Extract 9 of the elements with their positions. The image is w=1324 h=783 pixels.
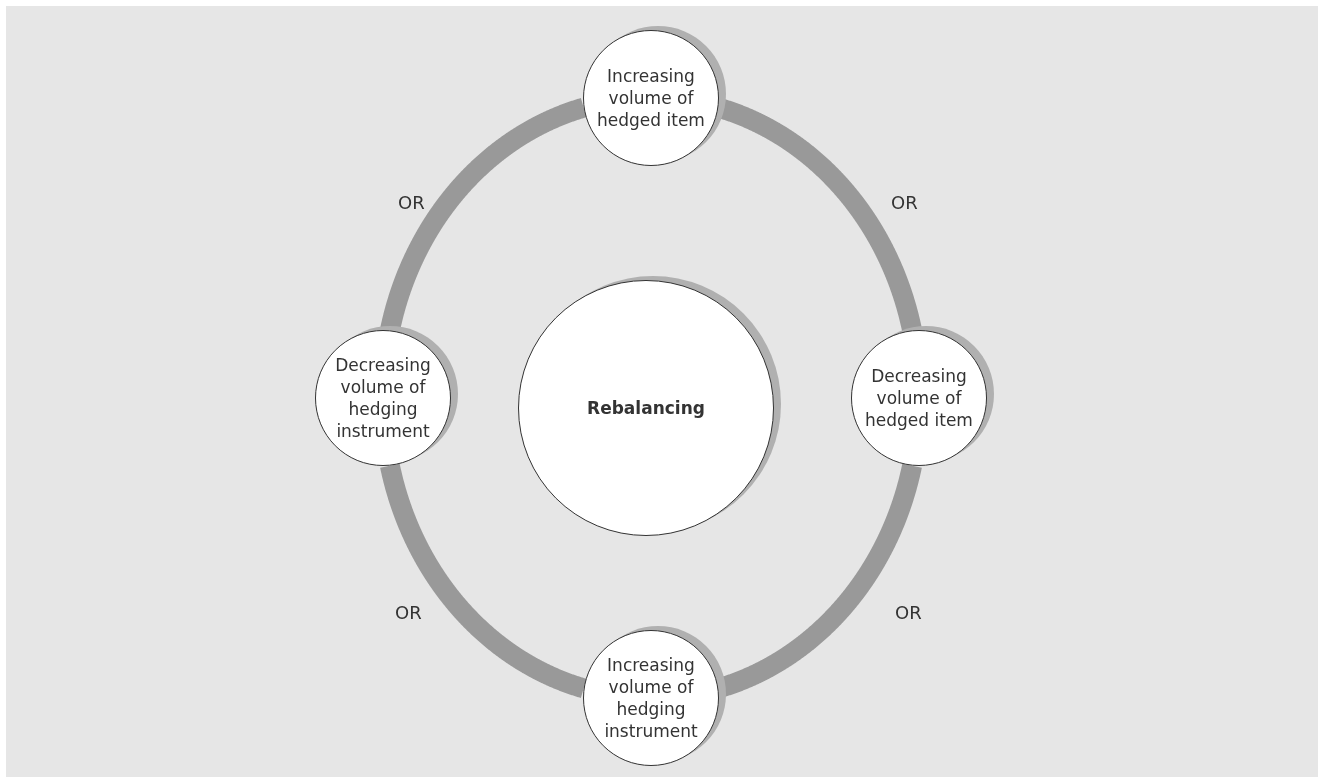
or-label: OR	[891, 192, 918, 213]
node-label: Rebalancing	[586, 397, 706, 419]
node-label: Increasing volume of hedging instrument	[603, 654, 699, 742]
node-label: Decreasing volume of hedged item	[864, 365, 974, 431]
or-label: OR	[395, 602, 422, 623]
or-label: OR	[398, 192, 425, 213]
node-label: Decreasing volume of hedging instrument	[334, 354, 432, 442]
or-label: OR	[895, 602, 922, 623]
node-label: Increasing volume of hedged item	[596, 65, 706, 131]
